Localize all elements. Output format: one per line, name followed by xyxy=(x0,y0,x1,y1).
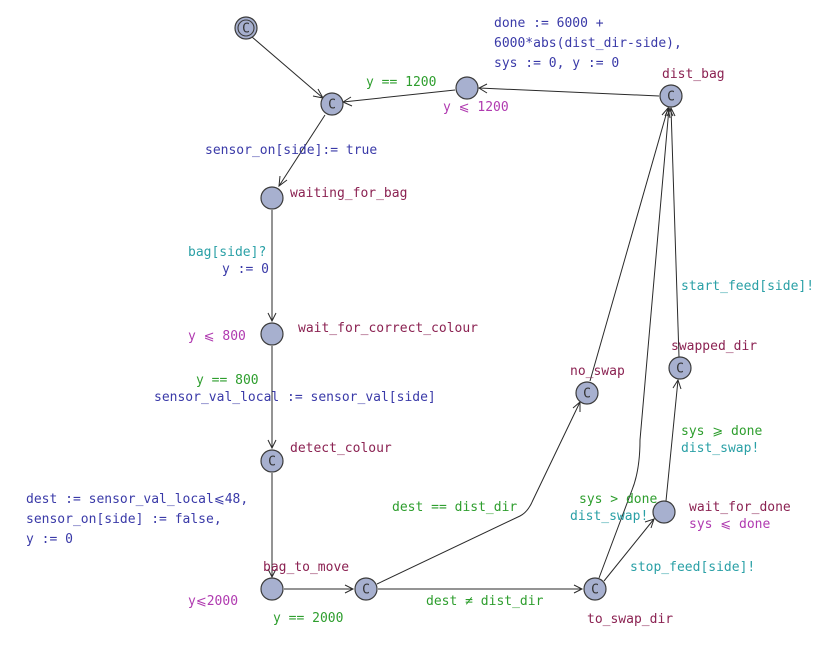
arrowhead-branch-to-swap-dir xyxy=(573,584,584,594)
location-name-to-swap-dir: to_swap_dir xyxy=(587,612,673,627)
guard-swap: dest ≠ dist_dir xyxy=(426,594,544,609)
guard-move: y == 2000 xyxy=(273,611,343,626)
guard-colour: y == 800 xyxy=(196,373,259,388)
arrowhead-no-swap-to-dist-bag xyxy=(661,106,671,119)
location-swapped-dir[interactable]: C xyxy=(668,356,692,380)
sync-done: dist_swap! xyxy=(681,441,759,456)
location-name-waiting-for-bag: waiting_for_bag xyxy=(290,186,407,201)
sync-done-short: dist_swap! xyxy=(570,509,648,524)
arrowhead-start-to-waiting xyxy=(278,175,288,188)
update-dist-bag-line-2: 6000*abs(dist_dir-side), xyxy=(494,36,682,51)
location-init[interactable]: C xyxy=(234,16,258,40)
location-name-dist-bag: dist_bag xyxy=(662,67,725,82)
invariant-delay: y ⩽ 1200 xyxy=(443,100,509,115)
edge-init-to-start xyxy=(251,36,324,99)
invariant-wait-for-correct-colour: y ⩽ 800 xyxy=(188,329,246,344)
update-sensor-on: sensor_on[side]:= true xyxy=(205,143,377,158)
edge-swap-dir-to-dist-bag xyxy=(598,107,670,579)
sync-bag: bag[side]? xyxy=(188,245,266,260)
location-to-swap-dir[interactable]: C xyxy=(583,577,607,601)
arrowhead-bag-to-move-to-branch xyxy=(344,584,355,594)
guard-done: sys ⩾ done xyxy=(681,424,763,439)
arrowhead-branch-to-no-swap xyxy=(572,400,581,412)
update-colour: sensor_val_local := sensor_val[side] xyxy=(154,390,436,405)
edge-branch-to-no-swap xyxy=(376,401,581,585)
edge-start-to-waiting xyxy=(278,114,326,187)
location-wait-for-done[interactable] xyxy=(652,500,676,524)
edge-wait-for-done-to-swapped xyxy=(665,379,679,502)
arrowhead-dist-bag-to-delay xyxy=(477,83,488,94)
arrowhead-detect-to-bag-to-move xyxy=(267,568,277,579)
edge-labels: y == 1200 done := 6000 + 6000*abs(dist_d… xyxy=(26,16,814,626)
committed-marker-icon: C xyxy=(667,90,675,105)
update-bag-y: y := 0 xyxy=(222,262,269,277)
sync-stop-feed: stop_feed[side]! xyxy=(630,560,755,575)
location-name-bag-to-move: bag_to_move xyxy=(263,560,349,575)
arrowhead-wait-for-done-to-swapped xyxy=(672,378,682,390)
update-detect-line-2: sensor_on[side] := false, xyxy=(26,512,222,527)
update-dist-bag-line-3: sys := 0, y := 0 xyxy=(494,56,619,71)
invariant-bag-to-move: y⩽2000 xyxy=(188,594,238,609)
edge-swap-dir-to-wait-for-done xyxy=(603,518,655,582)
location-wait-for-correct-colour[interactable] xyxy=(260,322,284,346)
invariants: y ⩽ 1200 y ⩽ 800 y⩽2000 sys ⩽ done xyxy=(188,100,771,609)
edge-dist-bag-to-delay xyxy=(478,87,660,97)
arrowhead-swapped-to-dist-bag xyxy=(666,106,676,117)
guard-done-short: sys > done xyxy=(579,492,657,507)
locations: C C C C C C xyxy=(234,16,692,601)
invariant-wait-for-done: sys ⩽ done xyxy=(689,517,771,532)
update-detect-line-3: y := 0 xyxy=(26,532,73,547)
location-name-detect-colour: detect_colour xyxy=(290,441,392,456)
location-name-wait-for-correct-colour: wait_for_correct_colour xyxy=(298,321,478,336)
guard-delay-to-start: y == 1200 xyxy=(366,75,436,90)
committed-marker-icon: C xyxy=(676,362,684,377)
edge-swapped-to-dist-bag xyxy=(670,107,680,358)
update-dist-bag-line-1: done := 6000 + xyxy=(494,16,604,31)
committed-marker-icon: C xyxy=(328,98,336,113)
arrowhead-swap-dir-to-wait-for-done xyxy=(644,518,655,529)
location-name-no-swap: no_swap xyxy=(570,364,625,379)
location-waiting-for-bag[interactable] xyxy=(260,186,284,210)
location-dist-bag[interactable]: C xyxy=(659,84,683,108)
committed-marker-icon: C xyxy=(583,387,591,402)
committed-marker-icon: C xyxy=(242,22,250,37)
location-name-swapped-dir: swapped_dir xyxy=(671,339,757,354)
edge-no-swap-to-dist-bag xyxy=(589,107,669,382)
committed-marker-icon: C xyxy=(362,583,370,598)
location-name-wait-for-done: wait_for_done xyxy=(689,500,791,515)
initial-marker-icon xyxy=(237,19,255,37)
location-branch[interactable]: C xyxy=(354,577,378,601)
arrowhead-correct-colour-to-detect xyxy=(267,439,277,450)
edges xyxy=(251,36,682,594)
edge-delay-to-start xyxy=(342,89,456,103)
committed-marker-icon: C xyxy=(268,455,276,470)
location-detect-colour[interactable]: C xyxy=(260,449,284,473)
update-detect-line-1: dest := sensor_val_local⩽48, xyxy=(26,492,248,507)
location-bag-to-move[interactable] xyxy=(260,577,284,601)
location-names: dist_bag waiting_for_bag wait_for_correc… xyxy=(263,67,791,627)
location-delay[interactable] xyxy=(455,76,479,100)
arrowhead-waiting-to-correct-colour xyxy=(267,312,277,323)
location-start[interactable]: C xyxy=(320,92,344,116)
location-no-swap[interactable]: C xyxy=(575,381,599,405)
sync-start-feed: start_feed[side]! xyxy=(681,279,814,294)
committed-marker-icon: C xyxy=(591,583,599,598)
guard-no-swap: dest == dist_dir xyxy=(392,500,517,515)
